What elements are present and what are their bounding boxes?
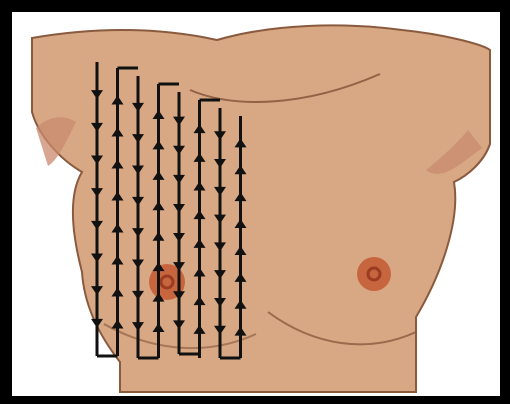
- torso-diagram: [12, 12, 500, 396]
- torso-silhouette: [32, 25, 490, 392]
- diagram-canvas: [12, 12, 500, 396]
- right-nipple: [357, 257, 391, 291]
